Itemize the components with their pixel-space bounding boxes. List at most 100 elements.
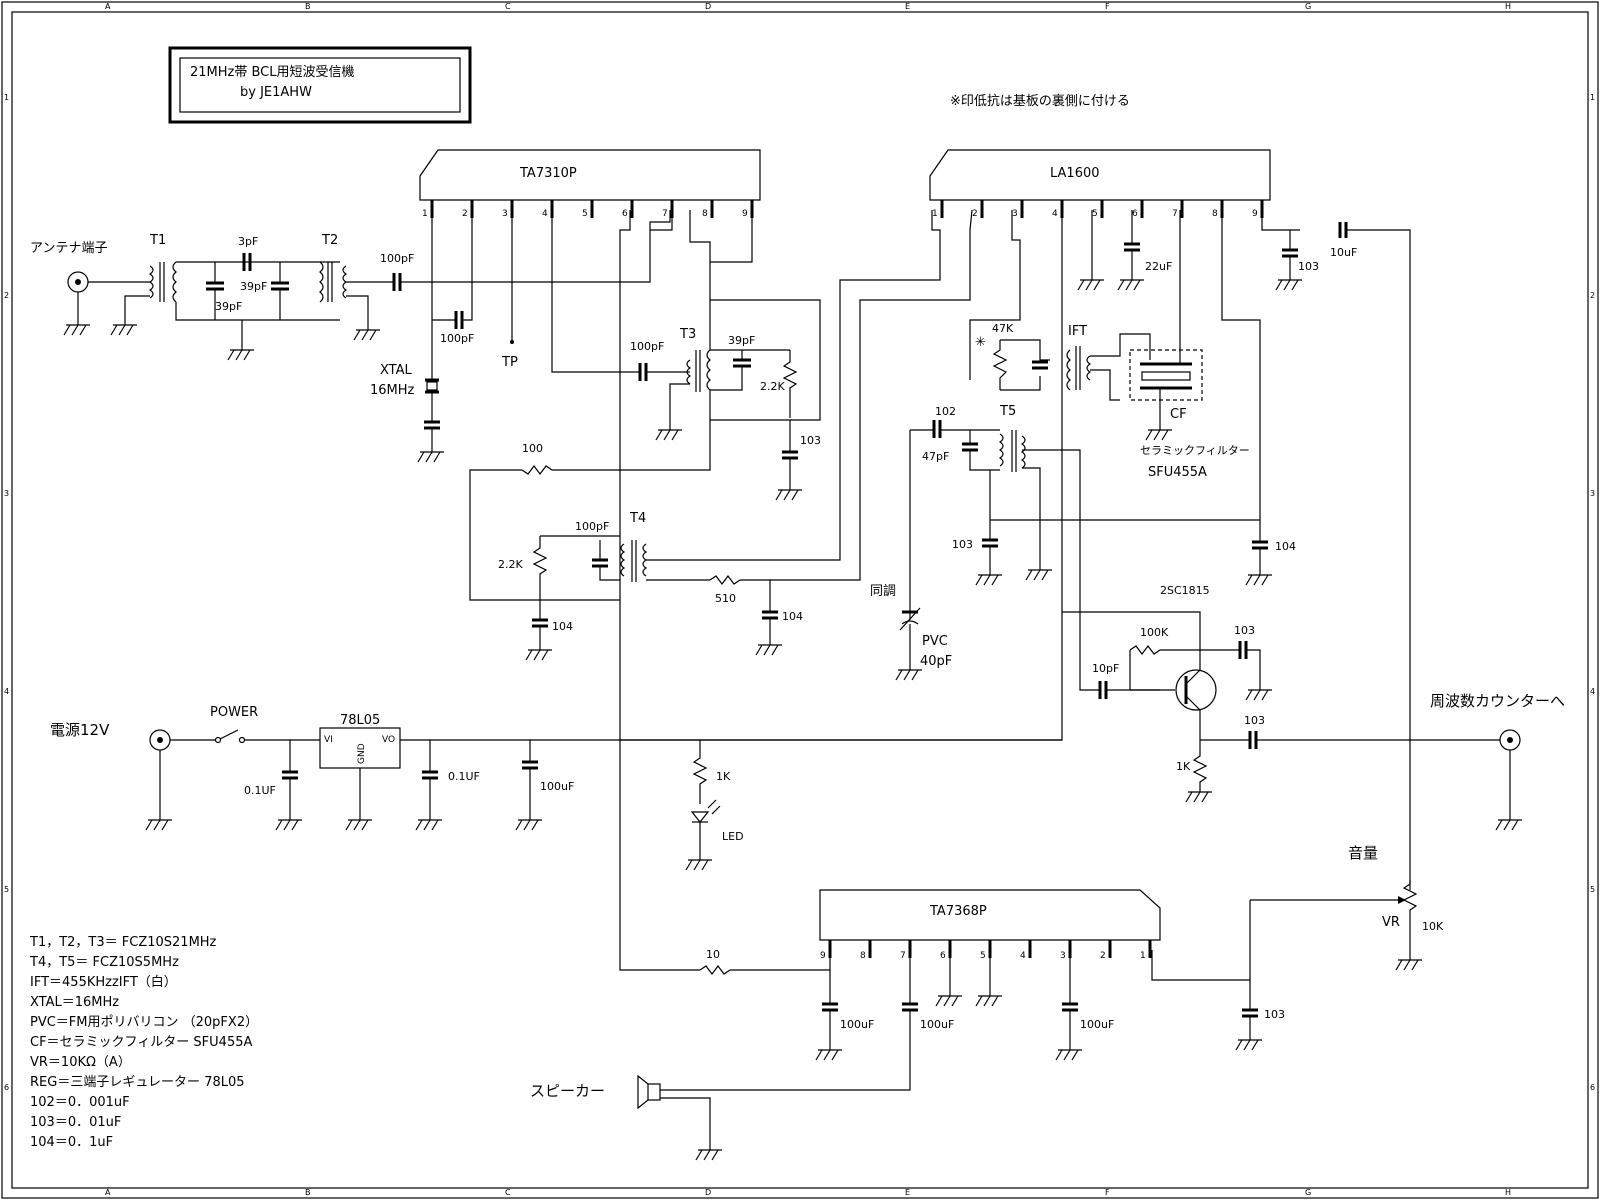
ground-symbol [417, 451, 444, 463]
ic-pin-number: 3 [1012, 209, 1018, 219]
ic-pin-number: 4 [1020, 951, 1026, 961]
parts-list-line: CF＝セラミックフィルター SFU455A [30, 1035, 252, 1050]
counter-label: 周波数カウンターへ [1430, 692, 1565, 710]
grid-col-label: G [1305, 2, 1311, 11]
c-39pf-a-label: 39pF [215, 300, 242, 313]
ic-pin-number: 5 [1092, 209, 1098, 219]
ground-symbol [515, 819, 542, 831]
vr-value-label: 10K [1422, 920, 1444, 933]
r-100 [521, 465, 553, 475]
c-103-c-label: 103 [952, 538, 973, 551]
ic-pin-number: 2 [462, 209, 468, 219]
grid-row-label: 2 [4, 291, 9, 300]
pvc-value-label: 40pF [920, 654, 952, 669]
r-1k-a [1192, 740, 1208, 792]
r-1k-a-label: 1K [1176, 760, 1191, 773]
r-100k-label: 100K [1140, 626, 1169, 639]
r-47k [992, 340, 1008, 390]
parts-list-line: PVC＝FM用ポリバリコン （20pFX2） [30, 1015, 258, 1030]
ceramic-filter-element [1141, 371, 1191, 381]
c-39pf-c-label: 39pF [728, 334, 755, 347]
xtal-freq-label: 16MHz [370, 383, 415, 398]
r-10-label: 10 [706, 948, 720, 961]
grid-col-label: D [705, 2, 711, 11]
grid-col-label: F [1105, 1188, 1110, 1197]
tuning-label: 同調 [870, 584, 896, 599]
ground-symbol [1077, 279, 1104, 291]
pvc-variable-arrow [899, 607, 921, 631]
t1-primary-coil [148, 265, 154, 299]
parts-list-line: T4，T5＝ FCZ10S5MHz [29, 955, 179, 970]
ground-symbol [895, 669, 922, 681]
t5-secondary-coil [1020, 435, 1026, 469]
ic-pin-number: 9 [1252, 209, 1258, 219]
tp-point [510, 340, 514, 344]
ground-symbol [1025, 569, 1052, 581]
r-100k [1129, 645, 1161, 655]
grid-row-label: 4 [1590, 687, 1595, 696]
ground-symbol [1185, 791, 1212, 803]
c-10pf-label: 10pF [1092, 662, 1119, 675]
ground-symbol [755, 644, 782, 656]
r-10 [699, 965, 731, 975]
note-text: ※印低抗は基板の裏側に付ける [950, 94, 1130, 109]
c-104-b-label: 104 [782, 610, 803, 623]
vr-label: VR [1382, 915, 1400, 930]
r-510-label: 510 [715, 592, 736, 605]
r-2k2-a-label: 2.2K [760, 380, 785, 393]
ground-symbol [63, 324, 90, 336]
c-104-c-label: 104 [1275, 540, 1296, 553]
power-switch[interactable] [219, 729, 239, 740]
t4-label: T4 [629, 511, 646, 526]
grid-col-label: G [1305, 1188, 1311, 1197]
ic-pin-number: 8 [1212, 209, 1218, 219]
t2-secondary-coil [342, 265, 348, 299]
ic-pin-number: 6 [1132, 209, 1138, 219]
xtal-label: XTAL [380, 363, 413, 378]
title-block: 21MHz帯 BCL用短波受信機 by JE1AHW [168, 46, 472, 124]
ic-pin-number: 7 [662, 209, 668, 219]
power-switch-label: POWER [210, 705, 258, 720]
ground-symbol [415, 819, 442, 831]
ic-pin-number: 6 [940, 951, 946, 961]
grid-row-label: 1 [4, 93, 9, 102]
ift-secondary-coil [1086, 355, 1092, 381]
speaker-label: スピーカー [530, 1082, 605, 1100]
c-47pf-label: 47pF [922, 450, 949, 463]
ceramic-filter-box [1129, 349, 1203, 401]
ground-symbol [1055, 1049, 1082, 1061]
ground-symbol [1495, 819, 1522, 831]
c-100pf-a-label: 100pF [380, 252, 414, 265]
ground-symbol [1145, 429, 1172, 441]
ic-pin-number: 2 [972, 209, 978, 219]
ic-pin-number: 1 [1140, 951, 1146, 961]
ground-symbol [345, 819, 372, 831]
volume-pot[interactable] [1402, 880, 1418, 960]
ic-pin-number: 4 [1052, 209, 1058, 219]
ground-symbol [1395, 959, 1422, 971]
grid-col-label: H [1505, 2, 1511, 11]
r-2k2-b [532, 536, 548, 600]
parts-list-line: IFT＝455KHzzIFT（白） [30, 974, 177, 990]
t4-secondary-coil [642, 543, 648, 577]
grid-col-label: H [1505, 1188, 1511, 1197]
grid-col-label: C [505, 2, 511, 11]
regulator-gnd-label: GND [357, 743, 367, 764]
ground-symbol [145, 819, 172, 831]
ground-symbol [975, 574, 1002, 586]
c-102-label: 102 [935, 405, 956, 418]
regulator-vo-label: VO [382, 735, 395, 745]
t2-primary-coil [319, 261, 324, 303]
ground-symbol [815, 1049, 842, 1061]
grid-col-label: D [705, 1188, 711, 1197]
c-01-b-label: 0.1UF [448, 770, 480, 783]
parts-list-line: XTAL＝16MHz [30, 995, 119, 1010]
ic-pin-number: 7 [900, 951, 906, 961]
r-100-label: 100 [522, 442, 543, 455]
grid-col-label: A [105, 2, 111, 11]
c-100pf-b-label: 100pF [440, 332, 474, 345]
ground-symbol [1245, 689, 1272, 701]
ic-pin-number: 3 [1060, 951, 1066, 961]
